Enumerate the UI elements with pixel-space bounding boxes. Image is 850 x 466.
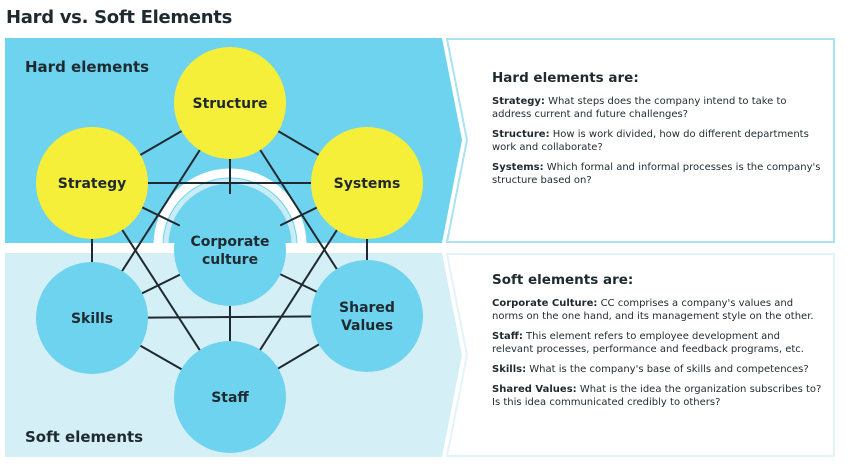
hard-panel-heading: Hard elements are: bbox=[492, 70, 639, 86]
hard-item-strategy: Strategy: What steps does the company in… bbox=[492, 96, 787, 120]
node-circle bbox=[174, 47, 286, 159]
node-label: Systems bbox=[334, 176, 401, 192]
node-structure: Structure bbox=[174, 47, 286, 159]
node-label: culture bbox=[202, 252, 258, 268]
node-label: Corporate bbox=[191, 234, 270, 250]
node-label: Staff bbox=[211, 390, 249, 406]
soft-item-corporate-culture: Corporate Culture: CC comprises a compan… bbox=[492, 298, 814, 322]
soft-elements-label: Soft elements bbox=[25, 428, 143, 446]
hard-item-structure: Structure: How is work divided, how do d… bbox=[492, 129, 809, 153]
node-label: Structure bbox=[192, 96, 267, 112]
node-label: Skills bbox=[71, 311, 113, 327]
soft-item-skills: Skills: What is the company's base of sk… bbox=[492, 364, 809, 375]
node-corporate-culture: Corporate culture bbox=[174, 194, 286, 306]
node-systems: Systems bbox=[311, 127, 423, 239]
node-circle bbox=[311, 127, 423, 239]
node-circle bbox=[174, 194, 286, 306]
node-label: Strategy bbox=[58, 176, 126, 192]
node-skills: Skills bbox=[36, 262, 148, 374]
soft-item-shared-values: Shared Values: What is the idea the orga… bbox=[492, 384, 822, 408]
node-circle bbox=[36, 127, 148, 239]
soft-panel-frame bbox=[445, 253, 835, 457]
hard-elements-panel: Hard elements are: Strategy: What steps … bbox=[492, 70, 822, 194]
page-title: Hard vs. Soft Elements bbox=[6, 7, 232, 28]
soft-panel-heading: Soft elements are: bbox=[492, 272, 634, 288]
soft-elements-panel: Soft elements are: Corporate Culture: CC… bbox=[492, 272, 822, 416]
hard-item-systems: Systems: Which formal and informal proce… bbox=[492, 162, 821, 186]
node-staff: Staff bbox=[174, 341, 286, 453]
soft-item-staff: Staff: This element refers to employee d… bbox=[492, 331, 804, 355]
node-circle bbox=[36, 262, 148, 374]
node-strategy: Strategy bbox=[36, 127, 148, 239]
hard-elements-label: Hard elements bbox=[25, 58, 149, 76]
node-label: Shared bbox=[339, 300, 395, 316]
node-label: Values bbox=[341, 318, 393, 334]
node-circle bbox=[174, 341, 286, 453]
node-circle bbox=[311, 260, 423, 372]
hard-panel-frame bbox=[445, 38, 835, 243]
